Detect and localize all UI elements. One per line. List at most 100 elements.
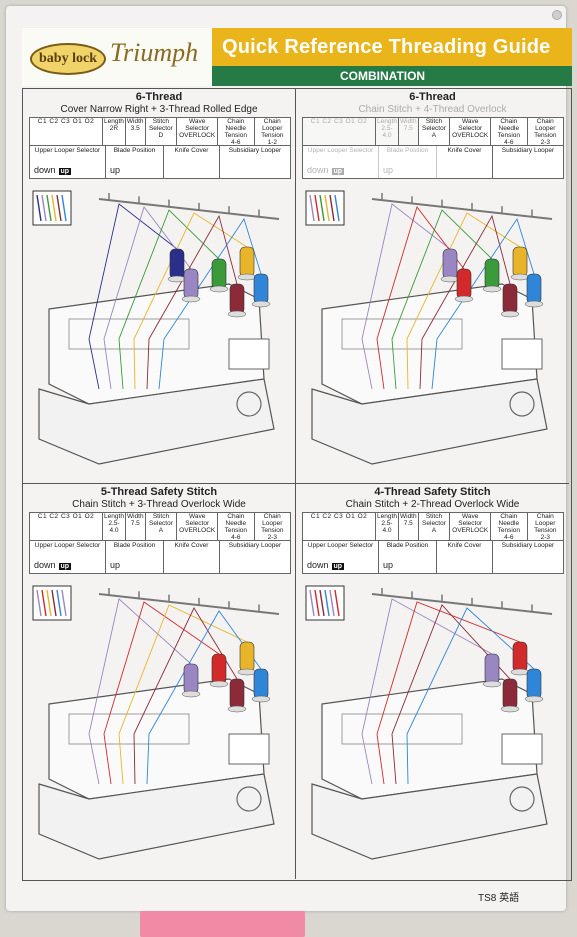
knife-cover: Knife Cover: [164, 541, 220, 573]
panel-6-thread-rolled: 6-Thread Cover Narrow Right + 3-Thread R…: [23, 89, 296, 484]
thread-spool: [229, 283, 245, 315]
threading-grid: 6-Thread Cover Narrow Right + 3-Thread R…: [22, 88, 572, 881]
threading-diagram: [302, 584, 564, 874]
thread-spool: [253, 273, 269, 305]
thread-spool: [456, 268, 472, 300]
thread-spool: [484, 258, 500, 290]
subsidiary-looper: Subsidiary Looper: [501, 542, 555, 549]
machine-body: [32, 585, 280, 860]
brand-logo: baby lock: [30, 43, 106, 75]
thread-spool: [502, 678, 518, 710]
panel-subtitle: Chain Stitch + 4-Thread Overlock: [358, 104, 507, 115]
subsidiary-looper: Subsidiary Looper: [501, 147, 555, 154]
thread-spool: [211, 653, 227, 685]
panel-subtitle: Chain Stitch + 2-Thread Overlock Wide: [345, 499, 520, 510]
thread-spool: [526, 668, 542, 700]
sticky-note-tab: [140, 911, 305, 937]
panel-subtitle: Chain Stitch + 3-Thread Overlock Wide: [72, 499, 246, 510]
thread-spool: [442, 248, 458, 280]
page-title: Quick Reference Threading Guide: [212, 28, 572, 66]
serger-illustration: [305, 190, 553, 465]
thread-spool: [512, 246, 528, 278]
thread-spool: [239, 641, 255, 673]
section-label: COMBINATION: [340, 69, 426, 83]
subsidiary-looper: Subsidiary Looper: [228, 147, 282, 154]
panel-title: 4-Thread Safety Stitch: [374, 486, 491, 498]
thread-spool: [211, 258, 227, 290]
needle-positions: C1 C2 C3 O1 O2: [302, 512, 376, 542]
panel-5-thread-safety: 5-Thread Safety Stitch Chain Stitch + 3-…: [23, 484, 296, 879]
panel-6-thread-chain: 6-Thread Chain Stitch + 4-Thread Overloc…: [296, 89, 569, 484]
thread-spool: [229, 678, 245, 710]
needle-positions: C1 C2 C3 O1 O2: [29, 117, 103, 147]
machine-body: [305, 190, 553, 465]
threading-diagram: [29, 584, 291, 874]
footer-code: TS8 英語: [478, 893, 520, 904]
section-banner: COMBINATION: [212, 66, 572, 86]
thread-spool: [512, 641, 528, 673]
threading-diagram: [29, 189, 291, 479]
brand-script: Triumph: [110, 38, 199, 67]
thread-spool: [169, 248, 185, 280]
thread-spool: [183, 268, 199, 300]
machine-body: [32, 190, 280, 465]
punch-hole: [552, 10, 562, 20]
needle-positions: C1 C2 C3 O1 O2: [29, 512, 103, 542]
knife-cover: Knife Cover: [164, 146, 220, 178]
knife-cover: Knife Cover: [437, 146, 493, 178]
serger-illustration: [32, 190, 280, 465]
needle-positions: C1 C2 C3 O1 O2: [302, 117, 376, 147]
subsidiary-looper: Subsidiary Looper: [228, 542, 282, 549]
panel-subtitle: Cover Narrow Right + 3-Thread Rolled Edg…: [60, 104, 258, 115]
thread-spool: [253, 668, 269, 700]
thread-spool: [239, 246, 255, 278]
thread-spool: [502, 283, 518, 315]
header: baby lock Triumph Quick Reference Thread…: [22, 28, 572, 86]
panel-title: 6-Thread: [409, 91, 456, 103]
serger-illustration: [32, 585, 280, 860]
panel-title: 5-Thread Safety Stitch: [100, 486, 218, 498]
panel-4-thread-safety: 4-Thread Safety Stitch Chain Stitch + 2-…: [296, 484, 569, 879]
knife-cover: Knife Cover: [437, 541, 493, 573]
threading-diagram: [302, 189, 564, 479]
panel-title: 6-Thread: [135, 91, 183, 103]
thread-spool: [526, 273, 542, 305]
machine-body: [305, 585, 553, 860]
